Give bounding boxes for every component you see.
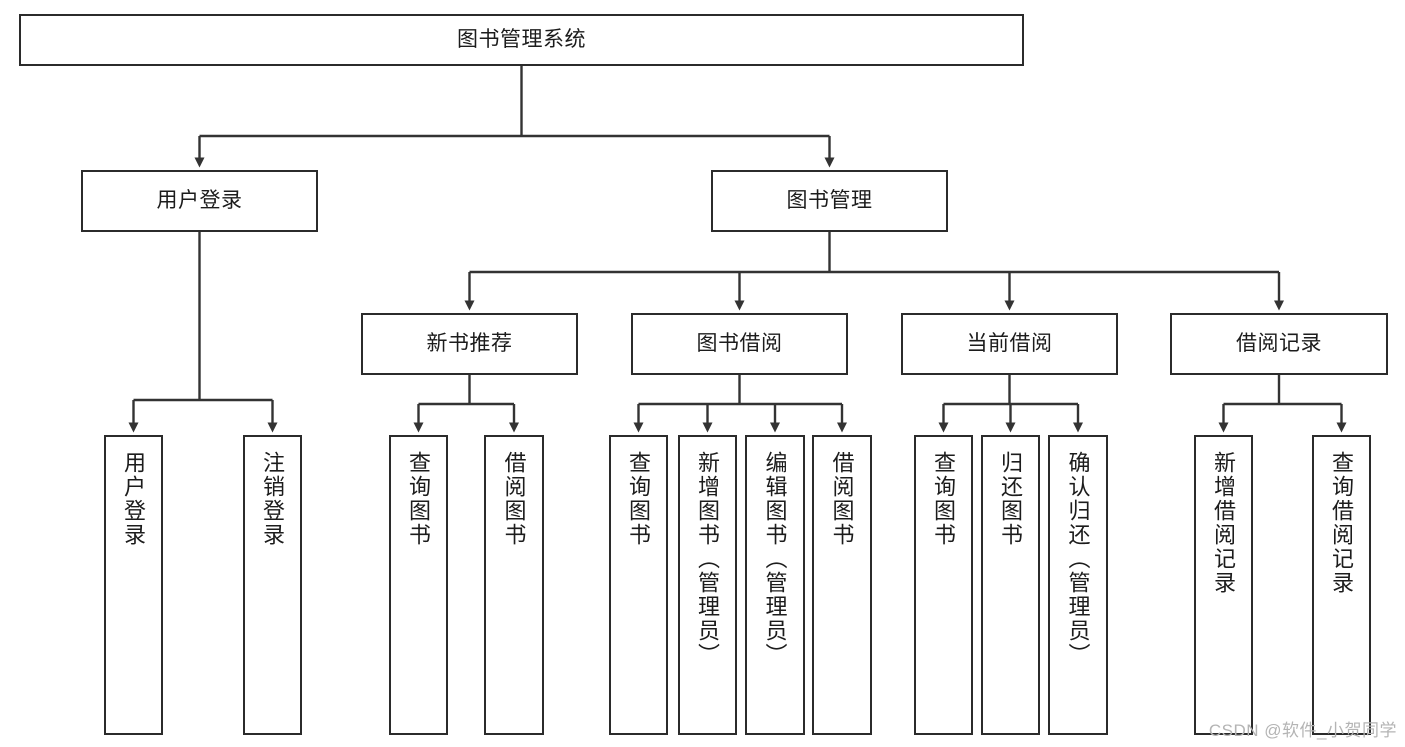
node-label: 借阅图书 [501,451,527,547]
node-label: 查询图书 [406,451,432,547]
leaf-10-node-确认归还管理员[interactable]: 确认归还（管理员） [1048,435,1108,735]
node-label: 新增图书（管理员） [695,451,721,667]
node-label: 注销登录 [260,451,286,547]
node-label: 归还图书 [998,451,1024,547]
leaf-5-node-新增图书管理员[interactable]: 新增图书（管理员） [678,435,737,735]
leaf-4-node-查询图书[interactable]: 查询图书 [609,435,668,735]
watermark-text: CSDN @软件_小贺同学 [1208,721,1397,740]
l3-node-借阅记录[interactable]: 借阅记录 [1170,313,1388,375]
l2-node-图书管理[interactable]: 图书管理 [711,170,948,232]
node-label: 图书借阅 [696,331,783,355]
leaf-9-node-归还图书[interactable]: 归还图书 [981,435,1040,735]
node-label: 当前借阅 [966,331,1053,355]
leaf-7-node-借阅图书[interactable]: 借阅图书 [812,435,872,735]
node-label: 查询图书 [626,451,652,547]
node-label: 用户登录 [156,188,243,212]
node-label: 借阅记录 [1236,331,1322,355]
leaf-2-node-查询图书[interactable]: 查询图书 [389,435,448,735]
node-label: 编辑图书（管理员） [762,451,788,667]
node-label: 借阅图书 [829,451,855,547]
node-label: 新书推荐 [426,331,513,355]
l3-node-新书推荐[interactable]: 新书推荐 [361,313,578,375]
leaf-3-node-借阅图书[interactable]: 借阅图书 [484,435,544,735]
l3-node-当前借阅[interactable]: 当前借阅 [901,313,1118,375]
leaf-6-node-编辑图书管理员[interactable]: 编辑图书（管理员） [745,435,805,735]
node-label: 查询借阅记录 [1329,451,1355,595]
node-label: 查询图书 [931,451,957,547]
root-node-图书管理系统[interactable]: 图书管理系统 [19,14,1024,66]
leaf-12-node-查询借阅记录[interactable]: 查询借阅记录 [1312,435,1371,735]
node-label: 图书管理系统 [457,27,586,51]
leaf-0-node-用户登录[interactable]: 用户登录 [104,435,163,735]
leaf-1-node-注销登录[interactable]: 注销登录 [243,435,302,735]
node-label: 图书管理 [786,188,873,212]
l3-node-图书借阅[interactable]: 图书借阅 [631,313,848,375]
leaf-8-node-查询图书[interactable]: 查询图书 [914,435,973,735]
node-label: 确认归还（管理员） [1065,451,1091,667]
l2-node-用户登录[interactable]: 用户登录 [81,170,318,232]
node-label: 用户登录 [121,451,147,547]
node-label: 新增借阅记录 [1211,451,1237,595]
leaf-11-node-新增借阅记录[interactable]: 新增借阅记录 [1194,435,1253,735]
